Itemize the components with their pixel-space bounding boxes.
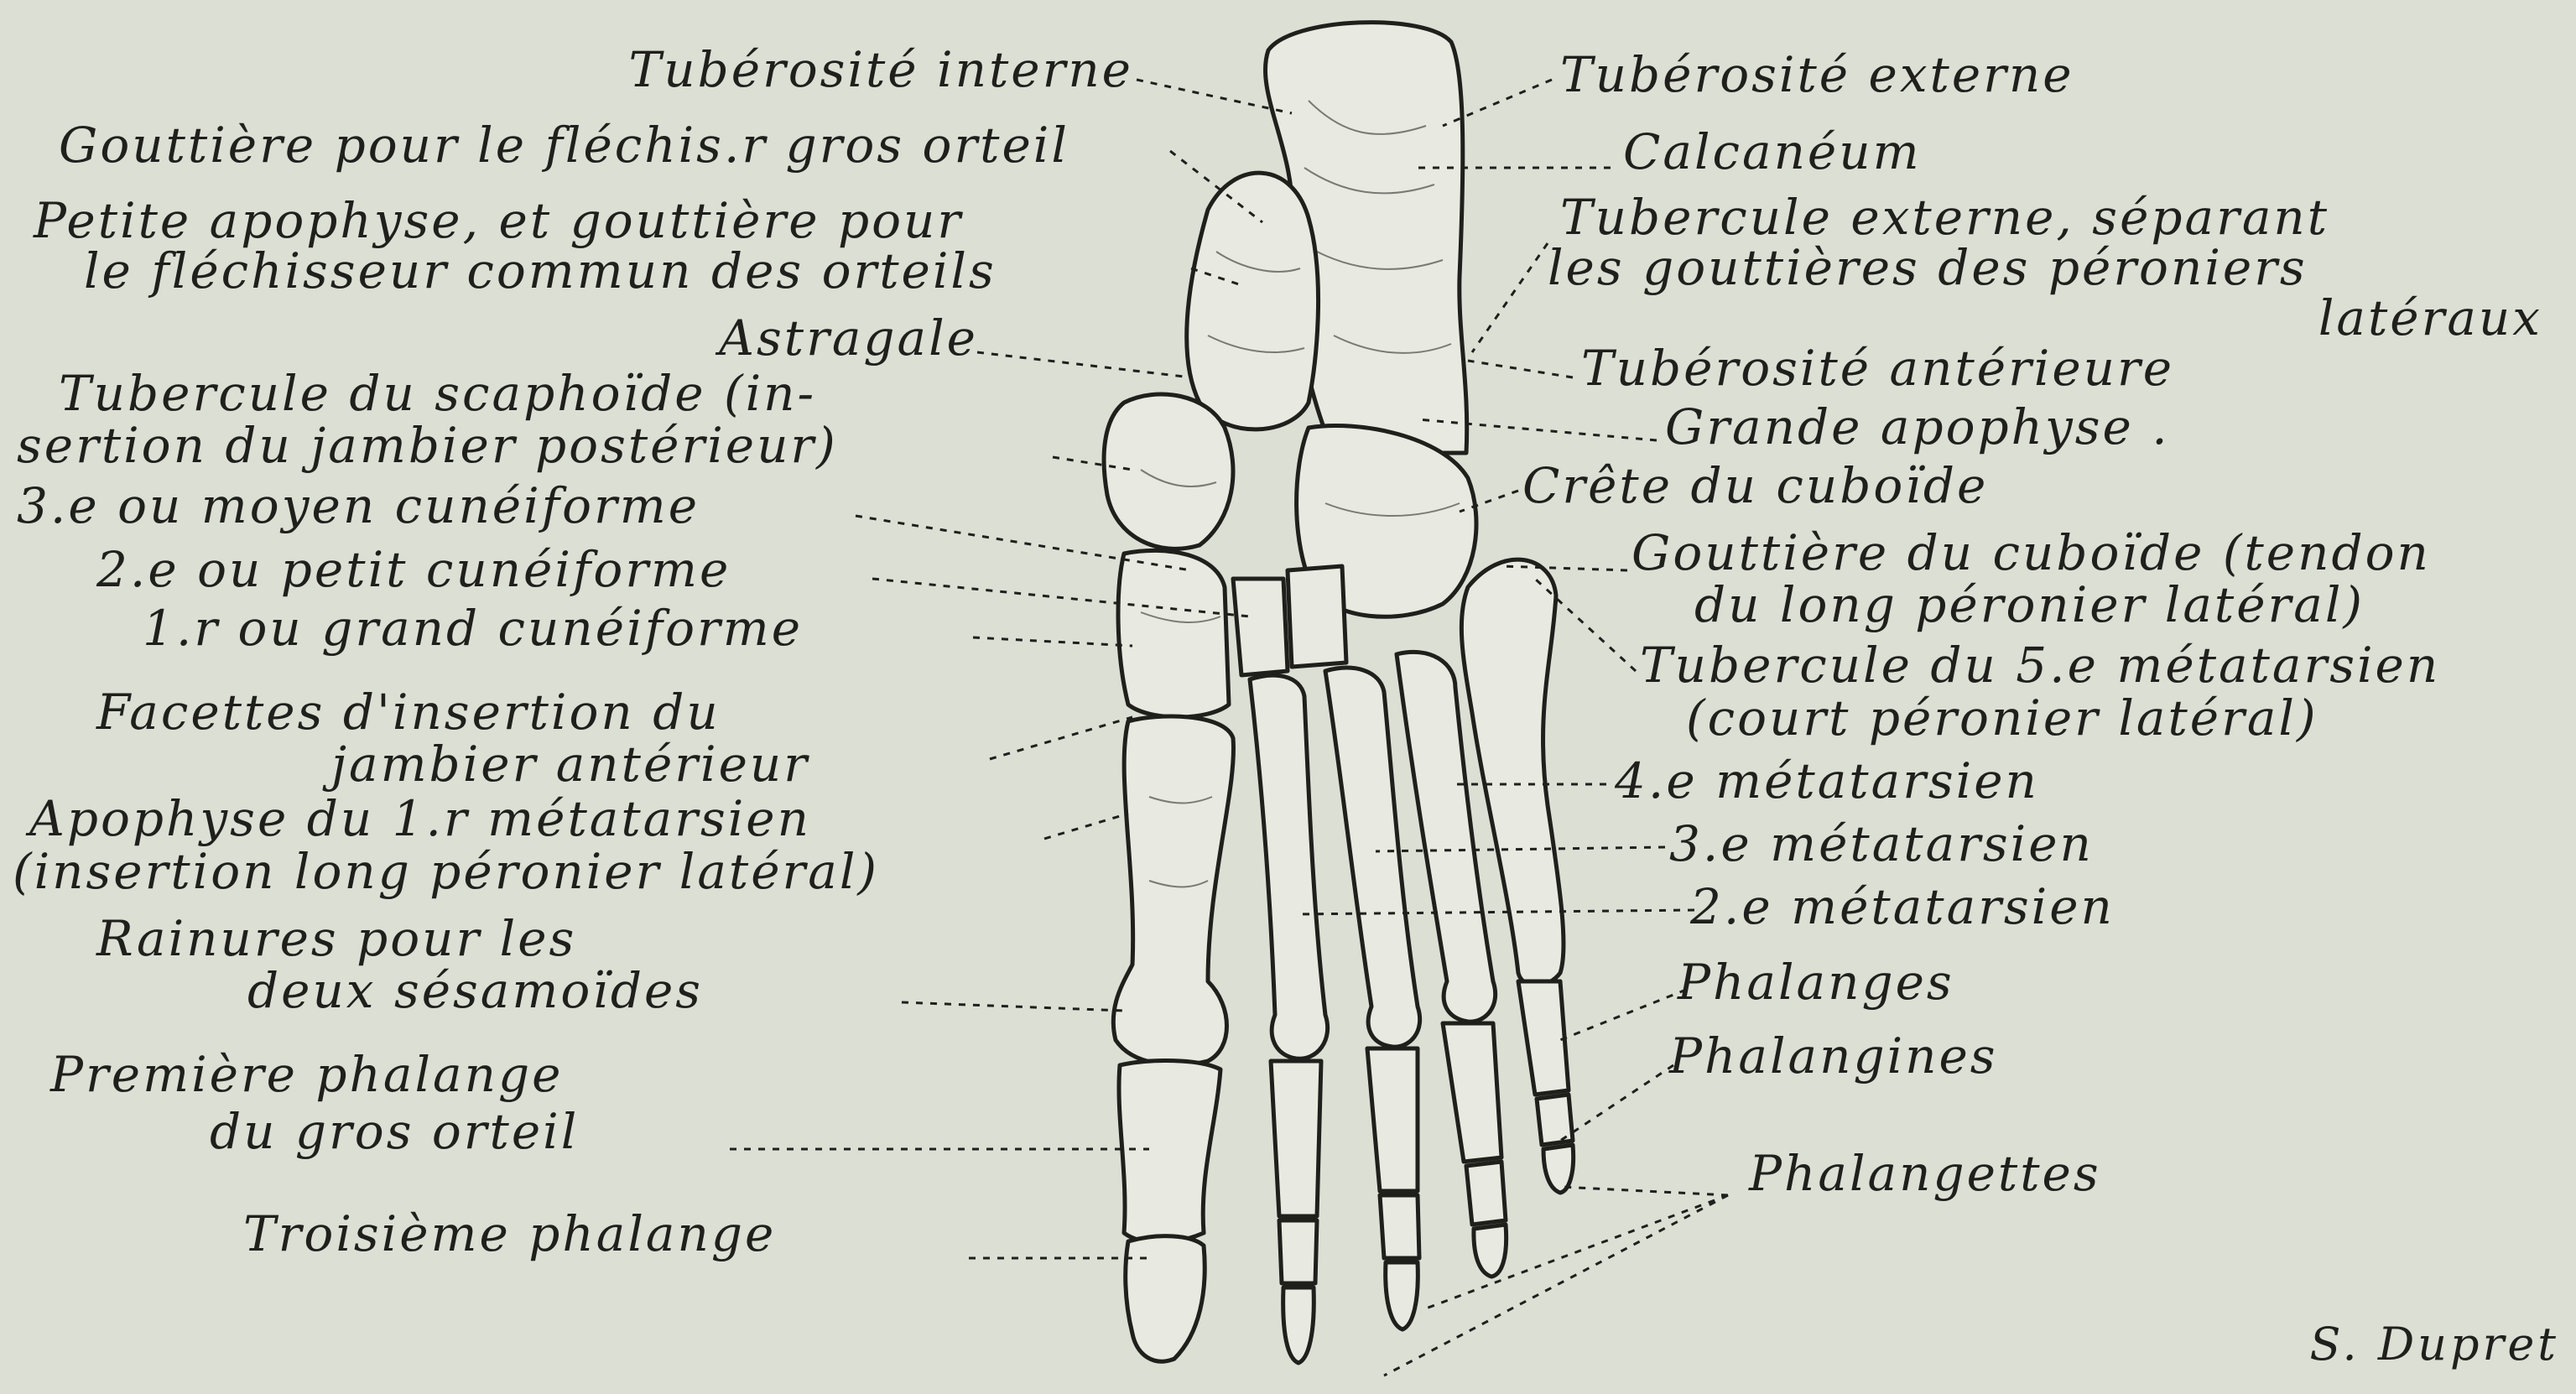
phalangette-3-bone (1386, 1262, 1418, 1329)
phalangine-5-bone (1537, 1095, 1573, 1145)
label-metatarsien-2: 2.e métatarsien (1690, 881, 2115, 933)
metatarsien-1-bone (1113, 716, 1233, 1065)
label-petite-apophyse-line1: Petite apophyse, et gouttière pour (34, 195, 963, 247)
label-tubercule-scaphoide-line1: Tubercule du scaphoïde (in- (59, 367, 816, 419)
cuneiforme-1-bone (1118, 550, 1229, 717)
phalangette-4-bone (1474, 1225, 1507, 1277)
label-gouttiere-cuboide-line1: Gouttière du cuboïde (tendon (1631, 527, 2431, 579)
label-tubercule-5e-line2: (court péronier latéral) (1686, 692, 2318, 744)
astragale-bone (1187, 173, 1319, 429)
label-gouttiere-cuboide-line2: du long péronier latéral) (1694, 579, 2365, 631)
label-tubercule-5e-line1: Tubercule du 5.e métatarsien (1640, 639, 2440, 691)
label-phalanges: Phalanges (1678, 956, 1954, 1008)
phalange-2-bone (1271, 1061, 1321, 1216)
label-cuneiforme-3: 3.e ou moyen cunéiforme (17, 480, 700, 532)
label-apophyse-metatarsien-line1: Apophyse du 1.r métatarsien (29, 793, 811, 845)
label-tubercule-externe-line1: Tubercule externe, séparant (1560, 191, 2329, 243)
label-troisieme-phalange: Troisième phalange (243, 1208, 776, 1260)
cuneiforme-3-bone (1288, 566, 1346, 667)
label-tubercule-externe-line3: latéraux (2318, 292, 2542, 344)
phalange-5-bone (1518, 981, 1569, 1095)
artist-signature: S. Dupret (2309, 1319, 2559, 1371)
label-tuberosite-interne: Tubérosité interne (629, 44, 1133, 96)
label-premiere-phalange-line1: Première phalange (50, 1048, 563, 1100)
label-tuberosite-externe: Tubérosité externe (1560, 49, 2074, 101)
phalangine-4-bone (1466, 1162, 1506, 1225)
phalangine-2-bone (1279, 1220, 1317, 1283)
phalangette-2-bone (1283, 1287, 1314, 1363)
label-facettes-line1: Facettes d'insertion du (96, 686, 721, 738)
label-metatarsien-4: 4.e métatarsien (1615, 755, 2039, 807)
phalange-3-bone (1367, 1048, 1418, 1191)
label-tubercule-externe-line2: les gouttières des péroniers (1548, 242, 2308, 294)
label-cuneiforme-1: 1.r ou grand cunéiforme (143, 602, 803, 654)
label-premiere-phalange-line2: du gros orteil (210, 1105, 579, 1157)
phalangine-3-bone (1380, 1195, 1419, 1258)
label-grande-apophyse: Grande apophyse . (1665, 401, 2170, 453)
label-tubercule-scaphoide-line2: sertion du jambier postérieur) (17, 419, 838, 471)
label-rainures-line1: Rainures pour les (96, 913, 576, 965)
label-tuberosite-anterieure: Tubérosité antérieure (1581, 342, 2174, 394)
label-phalangines: Phalangines (1669, 1030, 1998, 1082)
label-phalangettes: Phalangettes (1749, 1147, 2101, 1199)
label-astragale: Astragale (719, 312, 978, 364)
label-rainures-line2: deux sésamoïdes (247, 965, 703, 1017)
metatarsien-2-bone (1250, 675, 1328, 1059)
label-metatarsien-3: 3.e métatarsien (1669, 818, 2094, 870)
phalange-4-bone (1443, 1023, 1501, 1162)
label-petite-apophyse-line2: le fléchisseur commun des orteils (84, 245, 997, 297)
cuneiforme-2-bone (1233, 579, 1288, 675)
label-facettes-line2: jambier antérieur (331, 738, 809, 790)
label-calcaneum: Calcanéum (1623, 126, 1922, 178)
label-cuneiforme-2: 2.e ou petit cunéiforme (96, 544, 731, 596)
premiere-phalange-bone (1119, 1061, 1220, 1243)
phalangette-5-bone (1543, 1145, 1574, 1193)
scaphoide-bone (1104, 394, 1233, 549)
troisieme-phalange-bone (1126, 1236, 1205, 1361)
label-gouttiere-flechisseur-gros-orteil: Gouttière pour le fléchis.r gros orteil (59, 119, 1069, 171)
label-crete-cuboide: Crête du cuboïde (1522, 460, 1988, 512)
label-apophyse-metatarsien-line2: (insertion long péronier latéral) (13, 845, 879, 897)
